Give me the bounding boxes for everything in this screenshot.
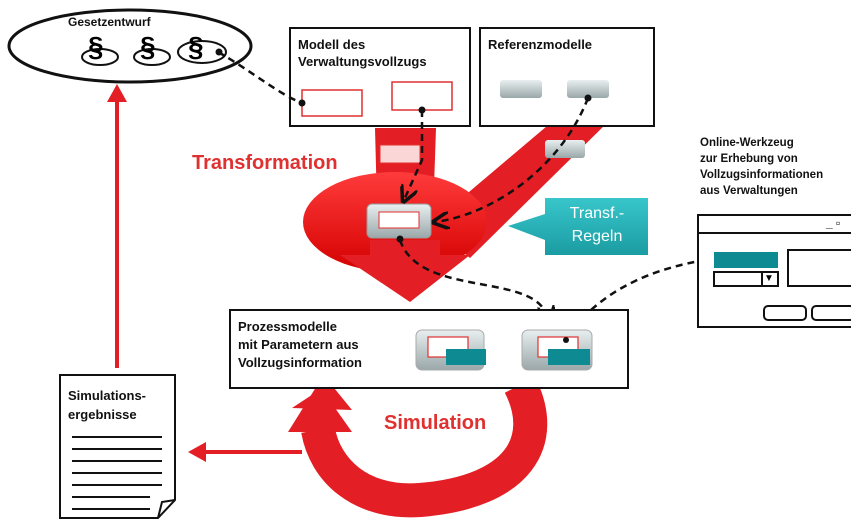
transf-rules-callout bbox=[508, 198, 648, 255]
online-tool-title-line4: aus Verwaltungen bbox=[700, 185, 798, 197]
paragraph-icon-2: § bbox=[140, 31, 156, 62]
simulation-results-line2: ergebnisse bbox=[68, 407, 137, 422]
admin-model-title-line2: Verwaltungsvollzugs bbox=[298, 54, 427, 69]
online-tool-window bbox=[697, 214, 851, 328]
online-tool-title-line3: Vollzugsinformationen bbox=[700, 169, 824, 181]
law-draft-ellipse bbox=[7, 8, 253, 84]
transformation-label: Transformation bbox=[192, 152, 338, 174]
online-tool-title-line2: zur Erhebung von bbox=[700, 153, 798, 165]
law-draft-title: Gesetzentwurf bbox=[68, 15, 151, 29]
simulation-cycle-arrow bbox=[288, 377, 548, 518]
dropdown-arrow-icon: ▼ bbox=[764, 273, 774, 284]
feedback-arrow-up bbox=[107, 84, 127, 368]
funnel-element-reference bbox=[545, 140, 585, 158]
simulation-results-document bbox=[59, 374, 176, 519]
transf-rules-line1: Transf.- bbox=[569, 205, 625, 222]
online-tool-title-line1: Online-Werkzeug bbox=[700, 137, 794, 149]
simulation-results-line1: Simulations- bbox=[68, 388, 147, 403]
process-models-line3: Vollzugsinformation bbox=[238, 355, 362, 370]
reference-models-box bbox=[479, 27, 655, 127]
process-models-line2: mit Parametern aus bbox=[238, 337, 359, 352]
funnel-element-admin bbox=[379, 144, 421, 164]
paragraph-icon-1: § bbox=[88, 31, 104, 62]
window-controls-icon: _ ▫ bbox=[826, 216, 841, 230]
paragraph-icon-3: § bbox=[188, 31, 204, 62]
process-models-line1: Prozessmodelle bbox=[238, 319, 337, 334]
admin-model-element-2 bbox=[391, 81, 453, 111]
admin-model-element-1 bbox=[301, 89, 363, 117]
reference-model-element-2 bbox=[567, 80, 609, 98]
reference-model-element-1 bbox=[500, 80, 542, 98]
admin-model-title-line1: Modell des bbox=[298, 37, 366, 52]
reference-models-title: Referenzmodelle bbox=[488, 37, 593, 52]
simulation-label: Simulation bbox=[384, 412, 487, 434]
transf-rules-line2: Regeln bbox=[571, 228, 623, 245]
result-arrow-left bbox=[188, 442, 302, 462]
